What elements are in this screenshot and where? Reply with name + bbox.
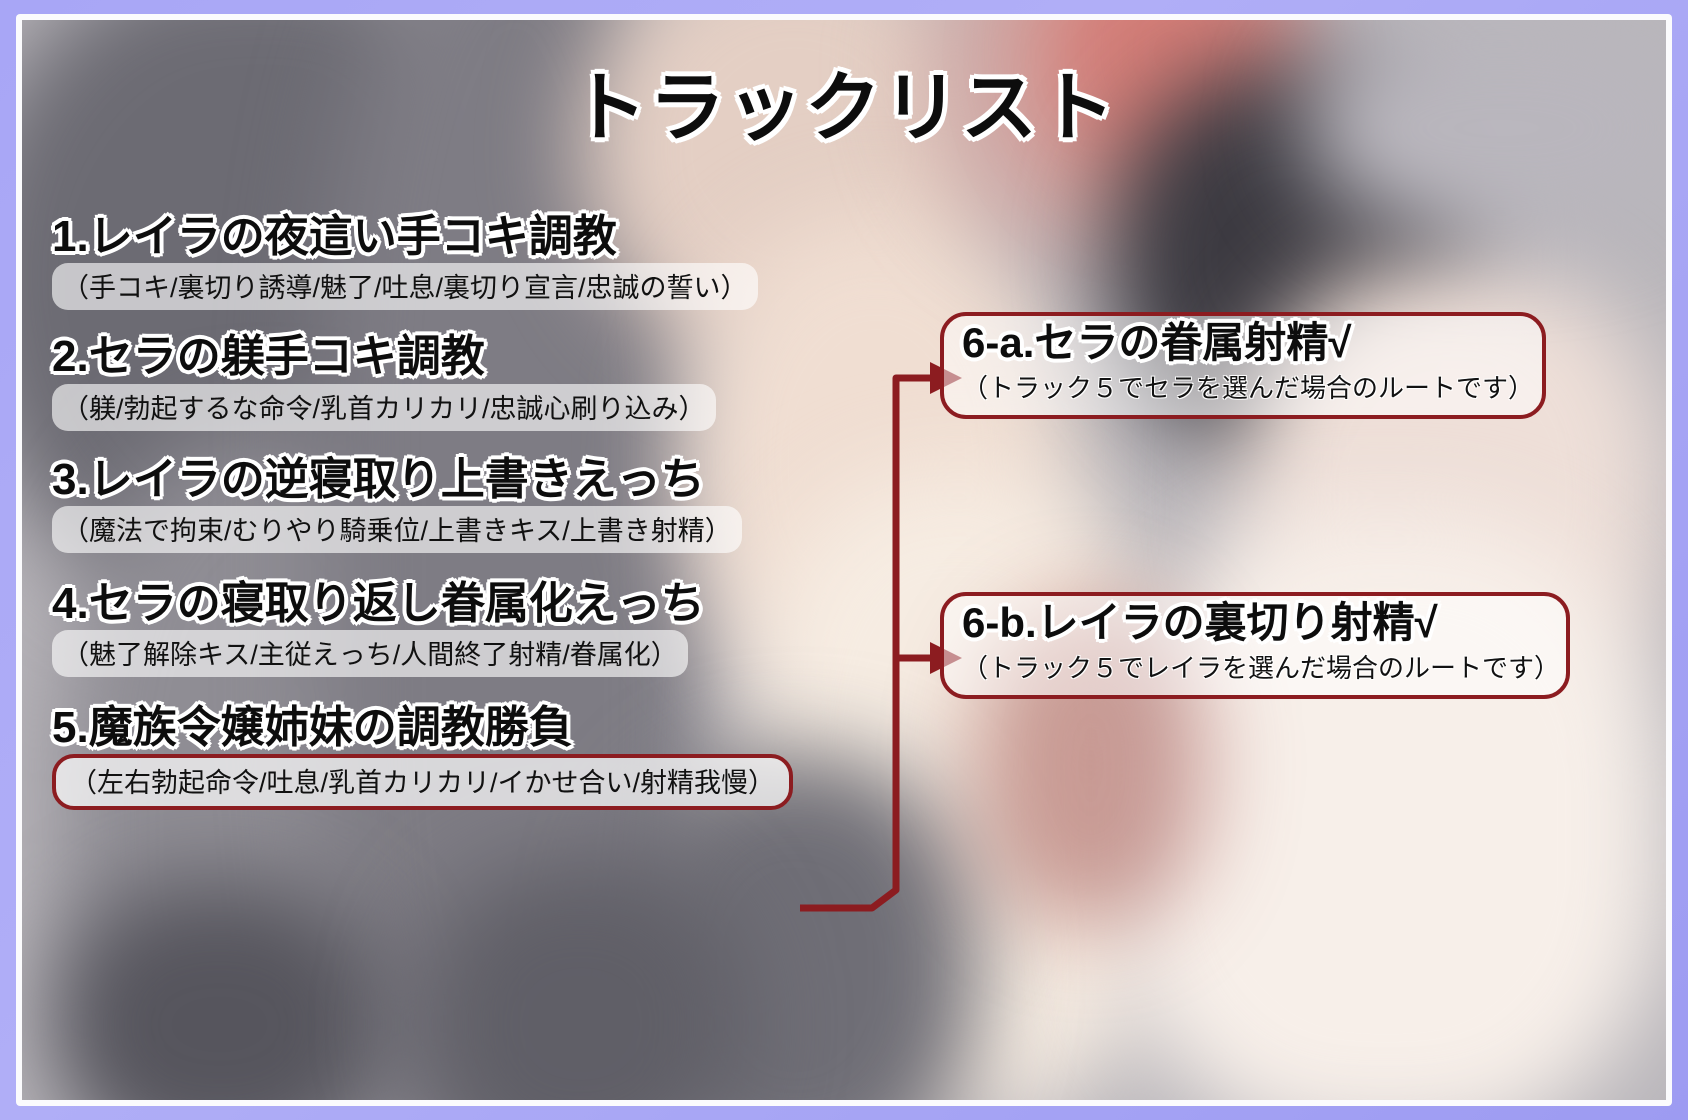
route-item-6b[interactable]: 6-b.レイラの裏切り射精√ （トラック５でレイラを選んだ場合のルートです） xyxy=(940,592,1570,700)
route-subtitle: （トラック５でセラを選んだ場合のルートです） xyxy=(962,373,1535,404)
track-item[interactable]: 2.セラの躾手コキ調教 （躾/勃起するな命令/乳首カリカリ/忠誠心刷り込み） xyxy=(52,332,852,431)
track-item[interactable]: 1.レイラの夜這い手コキ調教 （手コキ/裏切り誘導/魅了/吐息/裏切り宣言/忠誠… xyxy=(52,212,852,311)
track-subtitle: （左右勃起命令/吐息/乳首カリカリ/イかせ合い/射精我慢） xyxy=(52,754,794,811)
track-title: 1.レイラの夜這い手コキ調教 xyxy=(52,212,617,261)
track-item[interactable]: 4.セラの寝取り返し眷属化えっち （魅了解除キス/主従えっち/人間終了射精/眷属… xyxy=(52,578,852,678)
track-title: 4.セラの寝取り返し眷属化えっち xyxy=(52,578,705,628)
track-subtitle: （躾/勃起するな命令/乳首カリカリ/忠誠心刷り込み） xyxy=(52,383,716,431)
route-item-6a[interactable]: 6-a.セラの眷属射精√ （トラック５でセラを選んだ場合のルートです） xyxy=(940,312,1546,420)
page-title: トラックリスト xyxy=(571,66,1117,151)
track-item-branching[interactable]: 5.魔族令嬢姉妹の調教勝負 （左右勃起命令/吐息/乳首カリカリ/イかせ合い/射精… xyxy=(52,703,852,811)
track-list: 1.レイラの夜這い手コキ調教 （手コキ/裏切り誘導/魅了/吐息/裏切り宣言/忠誠… xyxy=(52,212,852,828)
route-subtitle: （トラック５でレイラを選んだ場合のルートです） xyxy=(962,653,1561,684)
track-item[interactable]: 3.レイラの逆寝取り上書きえっち （魔法で拘束/むりやり騎乗位/上書きキス/上書… xyxy=(52,455,852,553)
route-title: 6-a.セラの眷属射精√ xyxy=(962,319,1352,366)
track-title: 2.セラの躾手コキ調教 xyxy=(52,332,485,382)
route-title: 6-b.レイラの裏切り射精√ xyxy=(962,599,1438,646)
track-title: 5.魔族令嬢姉妹の調教勝負 xyxy=(52,703,573,753)
track-subtitle: （魔法で拘束/むりやり騎乗位/上書きキス/上書き射精） xyxy=(52,505,742,553)
track-title: 3.レイラの逆寝取り上書きえっち xyxy=(52,454,705,504)
track-subtitle: （手コキ/裏切り誘導/魅了/吐息/裏切り宣言/忠誠の誓い） xyxy=(52,263,758,311)
track-subtitle: （魅了解除キス/主従えっち/人間終了射精/眷属化） xyxy=(52,630,688,678)
